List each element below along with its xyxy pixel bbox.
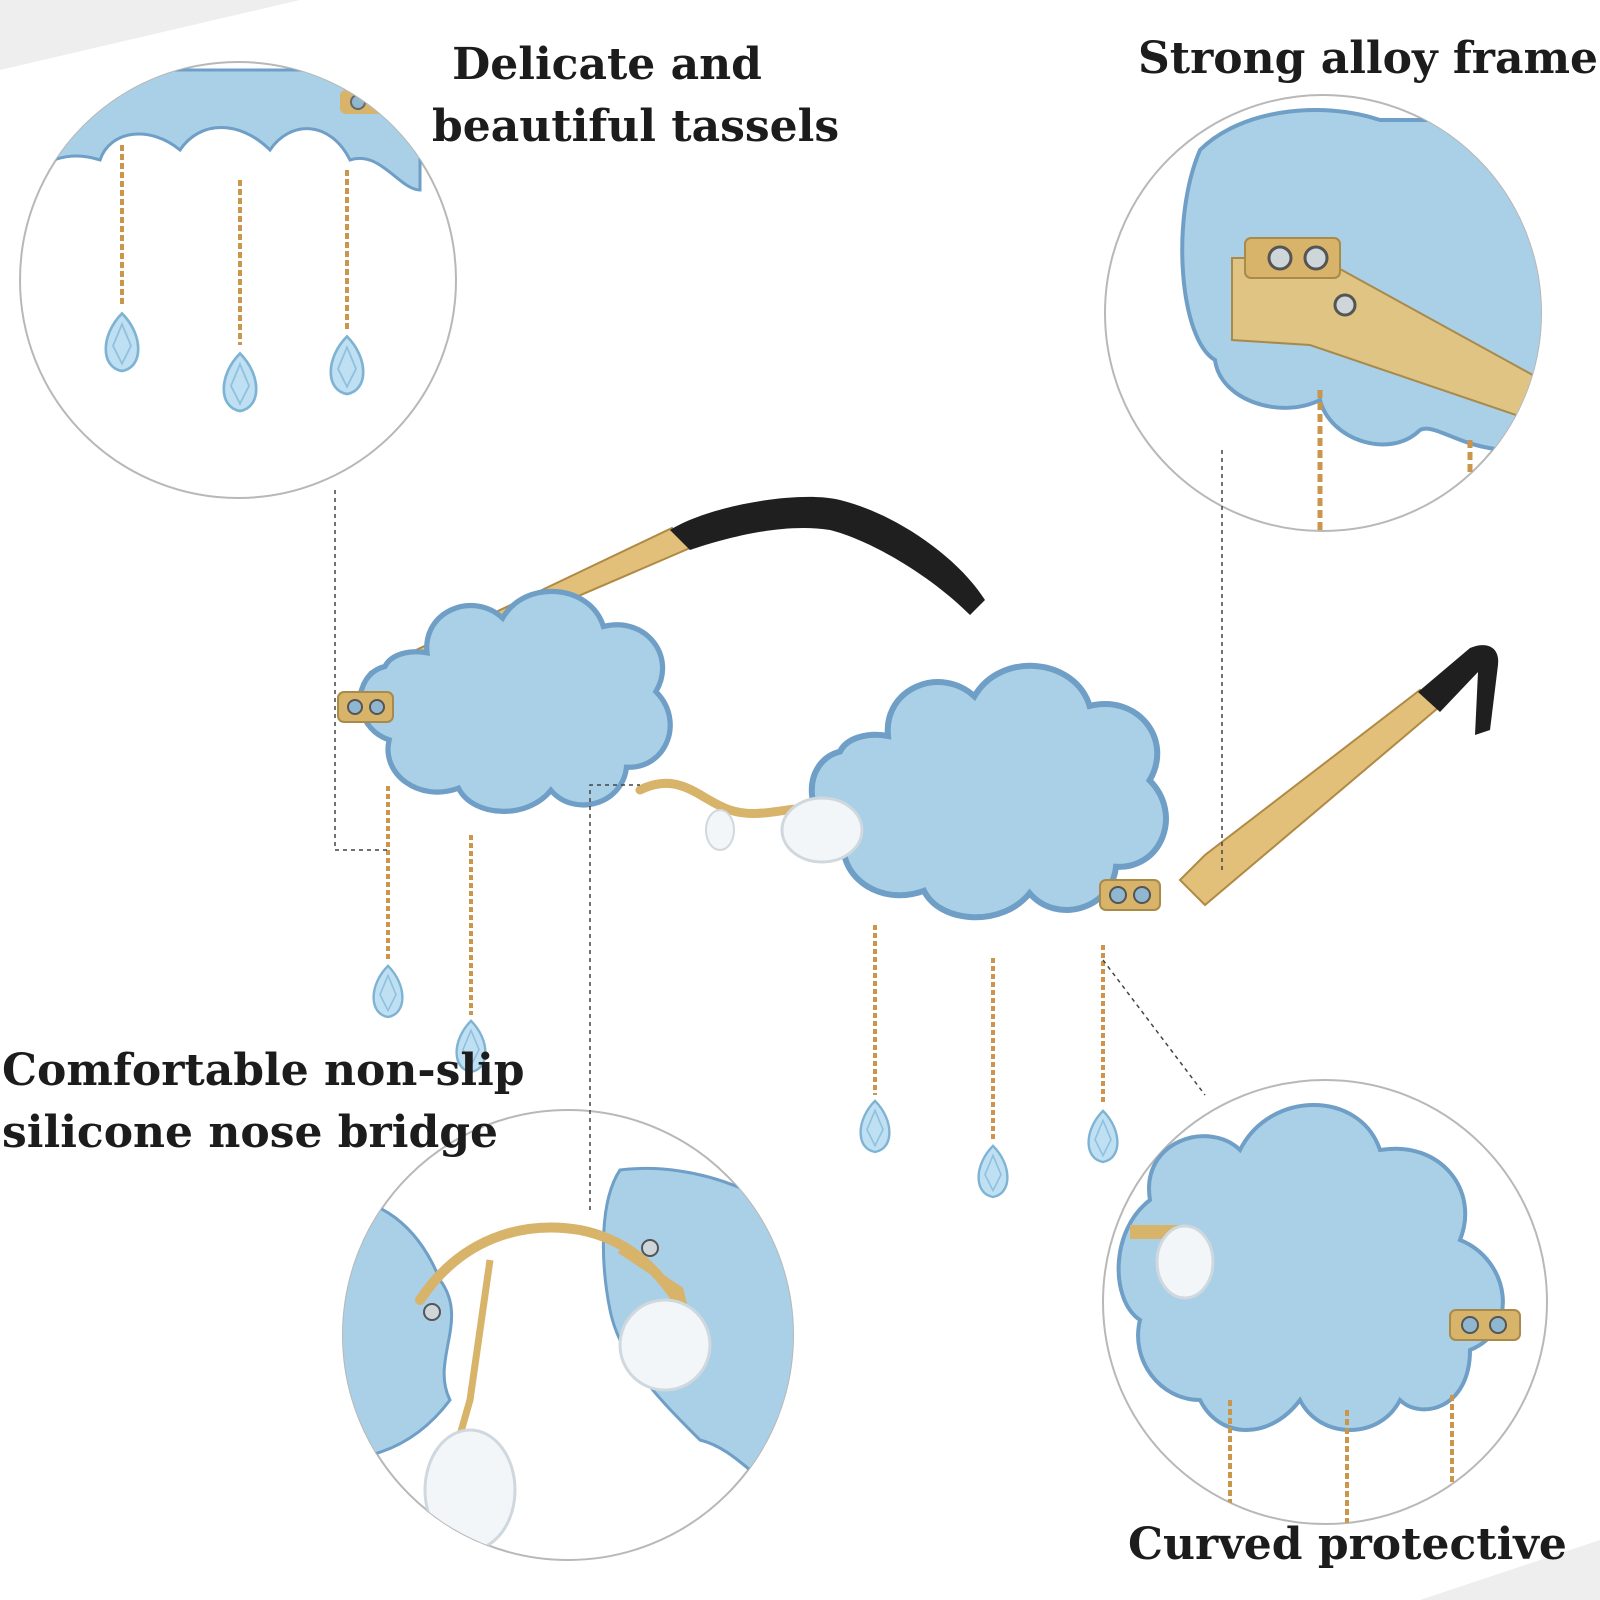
detail-circle-tassels (19, 61, 457, 499)
crystal-drop (977, 1144, 1009, 1199)
detail-circle-curved-lens (1102, 1079, 1548, 1525)
nose-pad (780, 796, 864, 864)
detail-circle-frame (1104, 94, 1542, 532)
detail-circle-nose-bridge (342, 1109, 794, 1561)
curved-protective-caption: Curved protective (1128, 1519, 1567, 1570)
corner-shadow (1420, 1540, 1600, 1600)
main-glasses (337, 496, 1499, 1199)
crystal-drop (372, 964, 404, 1019)
leader-lines (334, 450, 1223, 1210)
nose-bridge-caption: Comfortable non-slip silicone nose bridg… (2, 1045, 525, 1159)
frame-caption: Strong alloy frame (1138, 33, 1599, 84)
right-temple-arm (1178, 688, 1440, 907)
nose-bridge (635, 778, 815, 818)
left-temple-tip (670, 496, 985, 615)
crystal-drop (1087, 1109, 1119, 1164)
nose-pad (705, 809, 735, 851)
tassels-caption: Delicate and beautiful tassels (432, 39, 840, 153)
left-cloud-lens (360, 591, 670, 811)
corner-shadow (0, 0, 300, 70)
crystal-drop (859, 1099, 891, 1154)
right-temple-tip (1418, 645, 1499, 735)
